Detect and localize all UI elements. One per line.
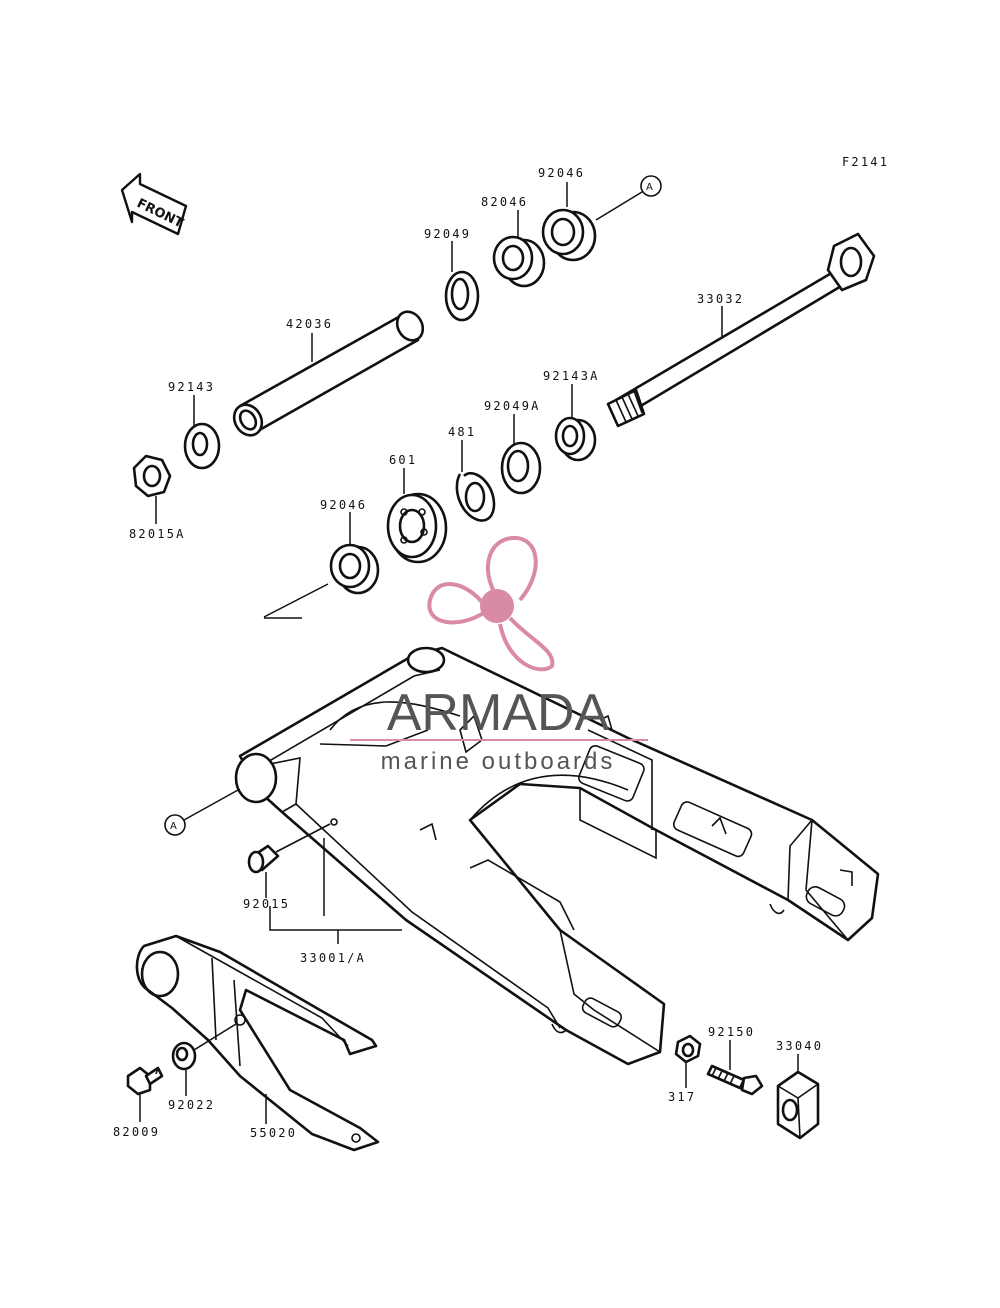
bolt-82009 bbox=[126, 1066, 164, 1096]
label-92015: 92015 bbox=[243, 897, 290, 911]
ball-bearing-601 bbox=[386, 492, 448, 564]
collar-92022 bbox=[171, 1023, 237, 1071]
swingarm-pivot-boss-far bbox=[406, 646, 446, 674]
figure-code: F2141 bbox=[842, 155, 889, 169]
watermark-brand: ARMADA bbox=[387, 684, 610, 742]
label-601: 601 bbox=[389, 453, 417, 467]
ref-marker-low bbox=[164, 814, 186, 836]
label-92143: 92143 bbox=[168, 380, 215, 394]
label-92049A: 92049A bbox=[484, 399, 541, 413]
nut-82015A bbox=[132, 454, 172, 498]
armada-watermark: ARMADA marine outboards bbox=[350, 535, 648, 775]
ref-marker-top bbox=[640, 175, 662, 197]
ref-marker-top-label: A bbox=[646, 182, 653, 193]
ref-marker-low-label: A bbox=[170, 821, 177, 832]
label-92150: 92150 bbox=[708, 1025, 755, 1039]
label-33001A: 33001/A bbox=[300, 951, 366, 965]
circlip-481 bbox=[455, 472, 496, 522]
label-92143A: 92143A bbox=[543, 369, 600, 383]
propeller-logo-icon bbox=[427, 535, 555, 672]
collar-92143A bbox=[554, 416, 597, 462]
grease-nipple-92015 bbox=[247, 818, 338, 874]
swingarm-33001 bbox=[238, 646, 880, 1066]
label-317: 317 bbox=[668, 1090, 696, 1104]
chain-guard-55020 bbox=[135, 934, 380, 1152]
washer-92143 bbox=[183, 422, 221, 470]
label-92022: 92022 bbox=[168, 1098, 215, 1112]
bearing-82046 bbox=[492, 235, 546, 288]
sleeve-42036 bbox=[232, 310, 425, 437]
bolt-92150 bbox=[706, 1064, 764, 1096]
label-82015A: 82015A bbox=[129, 527, 186, 541]
nut-317 bbox=[674, 1034, 702, 1064]
label-92049: 92049 bbox=[424, 227, 471, 241]
label-42036: 42036 bbox=[286, 317, 333, 331]
watermark-tagline: marine outboards bbox=[381, 748, 616, 775]
bearing-92046-low bbox=[329, 543, 380, 595]
label-33040: 33040 bbox=[776, 1039, 823, 1053]
pivot-shaft-33032 bbox=[606, 232, 876, 428]
seal-92049A bbox=[500, 441, 542, 495]
front-arrow-icon: FRONT bbox=[120, 172, 188, 236]
seal-92049 bbox=[444, 270, 480, 322]
label-33032: 33032 bbox=[697, 292, 744, 306]
swingarm-pivot-boss bbox=[234, 752, 278, 804]
label-82046: 82046 bbox=[481, 195, 528, 209]
label-55020: 55020 bbox=[250, 1126, 297, 1140]
label-92046-low: 92046 bbox=[320, 498, 367, 512]
bearing-92046-top bbox=[541, 208, 597, 262]
label-481: 481 bbox=[448, 425, 476, 439]
label-92046-top: 92046 bbox=[538, 166, 585, 180]
adjuster-block-33040 bbox=[776, 1070, 820, 1140]
label-82009: 82009 bbox=[113, 1125, 160, 1139]
